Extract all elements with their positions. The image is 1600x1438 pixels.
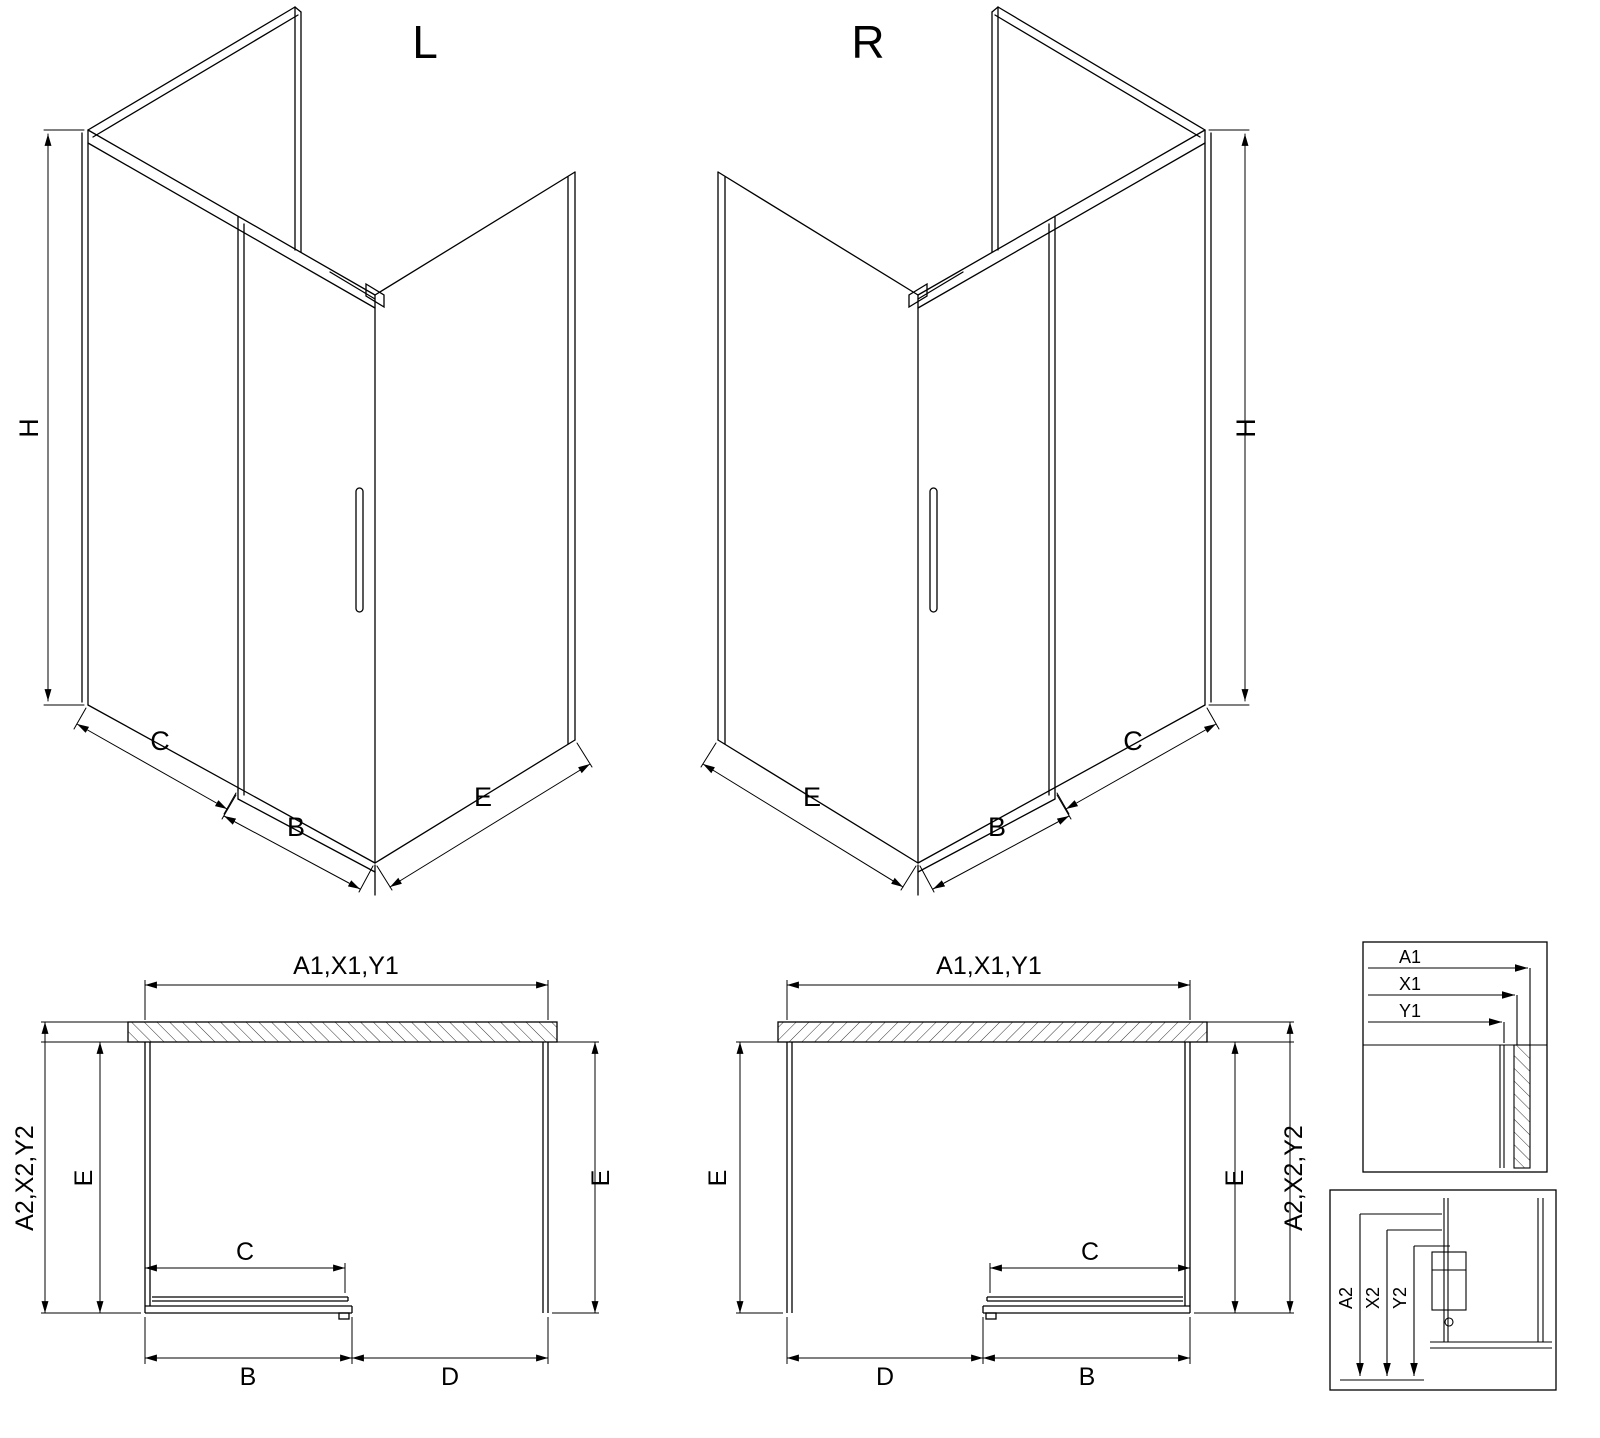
iso-right-dim-e-label: E — [803, 782, 821, 812]
detail-depth-view — [1329, 1189, 1557, 1391]
iso-left-dim-c-label: C — [150, 726, 170, 756]
iso-left-title: L — [412, 16, 438, 68]
detail-depth-x2-label: X2 — [1363, 1287, 1383, 1309]
iso-left-dim-e-label: E — [474, 782, 492, 812]
plan-right-dim-d-label: D — [876, 1363, 894, 1391]
detail-width-view — [1362, 941, 1548, 1173]
plan-right-dim-side-label: A2,X2,Y2 — [1280, 1125, 1308, 1231]
detail-width-a1-label: A1 — [1399, 947, 1421, 967]
plan-right-dim-b-label: B — [1079, 1363, 1096, 1391]
plan-right-dim-e-right-label: E — [1221, 1170, 1249, 1187]
plan-right-dim-e-left-label: E — [704, 1170, 732, 1187]
plan-left-dim-c-label: C — [236, 1238, 254, 1266]
plan-left-dim-b-label: B — [240, 1363, 257, 1391]
plan-right-dim-top-label: A1,X1,Y1 — [936, 952, 1042, 980]
iso-left-dim-h-label: H — [14, 418, 44, 438]
detail-width-x1-label: X1 — [1399, 974, 1421, 994]
plan-right-dim-c-label: C — [1081, 1238, 1099, 1266]
iso-right-dim-b-label: B — [988, 812, 1006, 842]
iso-right-dim-c-label: C — [1123, 726, 1143, 756]
detail-depth-y2-label: Y2 — [1390, 1287, 1410, 1309]
iso-right-dim-h-label: H — [1231, 418, 1261, 438]
detail-width-y1-label: Y1 — [1399, 1001, 1421, 1021]
iso-right-title: R — [851, 16, 884, 68]
plan-left-dim-d-label: D — [441, 1363, 459, 1391]
plan-left-dim-e-right-label: E — [587, 1170, 615, 1187]
detail-depth-a2-label: A2 — [1336, 1287, 1356, 1309]
plan-left-dim-top-label: A1,X1,Y1 — [293, 952, 399, 980]
iso-left-dim-b-label: B — [287, 812, 305, 842]
plan-left-dim-e-left-label: E — [70, 1170, 98, 1187]
plan-left-dim-side-label: A2,X2,Y2 — [11, 1125, 39, 1231]
